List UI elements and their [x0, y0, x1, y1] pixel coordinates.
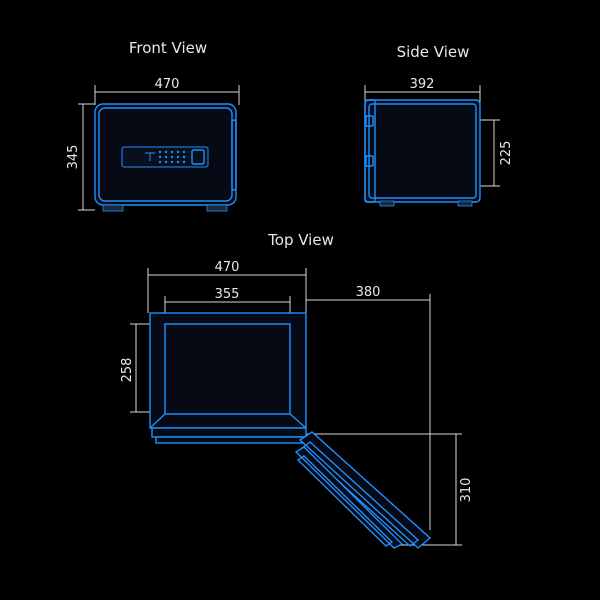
top-door-swing-dimension: 380: [306, 285, 431, 530]
top-safe-body: [149, 312, 307, 429]
side-foot-right: [457, 200, 473, 207]
front-hinge: [231, 119, 237, 191]
front-view: Front View 470 345: [66, 39, 240, 212]
side-width-label: 392: [410, 77, 435, 92]
door-panel-edge: [296, 455, 394, 547]
top-outer-width-dimension: 470: [147, 260, 307, 313]
front-foot-left: [102, 204, 124, 212]
top-inner-depth-label: 258: [120, 358, 135, 383]
top-door-swing-label: 380: [356, 285, 381, 300]
side-view-title: Side View: [397, 43, 470, 61]
top-cavity-corner-right: [289, 413, 307, 429]
top-outer-width-label: 470: [215, 260, 240, 275]
front-height-label: 345: [66, 145, 81, 170]
front-foot-right: [206, 204, 228, 212]
keypad-buttons: [158, 150, 186, 164]
top-door-depth-dimension: 310: [306, 433, 474, 546]
door-leaf-inner: [300, 441, 420, 547]
side-foot-left: [379, 200, 395, 207]
side-height-dimension: 225: [468, 119, 514, 187]
door-panel: [294, 446, 404, 549]
top-view: Top View 470 355 380 258: [120, 231, 474, 549]
front-view-title: Front View: [129, 39, 207, 57]
keypad-display: [145, 152, 155, 161]
top-view-title: Top View: [267, 231, 334, 249]
front-width-label: 470: [155, 77, 180, 92]
side-safe-body: [364, 99, 481, 203]
top-front-frame: [151, 427, 307, 438]
top-open-door: [294, 431, 432, 549]
top-inner-width-label: 355: [215, 287, 240, 302]
top-front-lip: [155, 436, 307, 444]
side-height-label: 225: [499, 141, 514, 166]
front-width-dimension: 470: [94, 77, 240, 105]
side-safe-inner: [368, 103, 477, 199]
side-hinge-bottom: [365, 155, 374, 167]
top-door-depth-label: 310: [459, 478, 474, 503]
side-door-edge: [364, 99, 376, 203]
top-cavity-corner-left: [149, 413, 166, 429]
front-height-dimension: 345: [66, 103, 95, 211]
side-view: Side View 392 225: [364, 43, 514, 207]
side-hinge-top: [365, 115, 374, 127]
top-safe-cavity: [164, 323, 291, 415]
door-leaf-outer: [298, 431, 432, 549]
keypad-handle: [191, 149, 205, 165]
